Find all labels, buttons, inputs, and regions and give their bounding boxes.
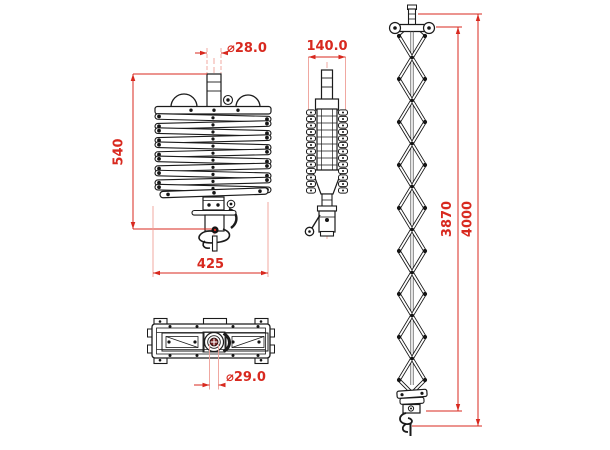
side-shaft: [320, 69, 334, 101]
side-cone: [311, 169, 343, 195]
dim-label-folded-width: 425: [197, 257, 224, 272]
dim-label-folded-height: 540: [112, 138, 127, 165]
dimension-total-height: 4000: [412, 13, 482, 427]
dim-label-side-depth: 140.0: [306, 39, 347, 54]
lattice-pivots: [396, 33, 428, 383]
clamp-pin: [211, 235, 218, 252]
folded-scissor-stack: [154, 113, 272, 194]
right-handle-arc: [235, 94, 261, 108]
dimension-folded-width: 425: [152, 202, 269, 277]
dimension-extended-height: 3870: [426, 26, 462, 412]
side-view-folded: [304, 57, 348, 242]
front-shaft: [206, 73, 222, 109]
top-view-bolts: [158, 320, 263, 362]
dimension-folded-height: 540: [112, 73, 212, 230]
front-clamp-assembly: [191, 196, 238, 252]
center-hub: [203, 331, 225, 353]
clamp-hook: [399, 412, 413, 425]
side-clamp: [304, 210, 336, 237]
left-handle-arc: [170, 93, 198, 108]
top-lever: [222, 332, 231, 353]
clamp-handle: [198, 228, 231, 244]
side-body: [316, 108, 338, 173]
bottom-carriage-clamp: [396, 388, 428, 436]
dimension-side-depth: 140.0: [306, 39, 348, 60]
dim-label-shaft-diameter: ⌀28.0: [227, 41, 267, 56]
scissor-lattice: [396, 31, 428, 395]
top-view-folded: [147, 317, 275, 365]
dimension-hole-diameter: ⌀29.0: [194, 344, 266, 390]
extended-view: [388, 4, 436, 436]
dimension-shaft-diameter: ⌀28.0: [195, 41, 267, 56]
dim-label-extended-height: 3870: [440, 201, 455, 237]
side-rungs: [317, 115, 337, 166]
dim-label-total-height: 4000: [461, 201, 476, 237]
bottom-plate: [159, 187, 269, 199]
top-right-assembly: [225, 332, 269, 352]
side-top-cap: [314, 98, 340, 111]
front-view-folded: [154, 48, 272, 252]
dim-label-hole-diameter: ⌀29.0: [226, 370, 266, 385]
top-carriage: [388, 21, 436, 37]
